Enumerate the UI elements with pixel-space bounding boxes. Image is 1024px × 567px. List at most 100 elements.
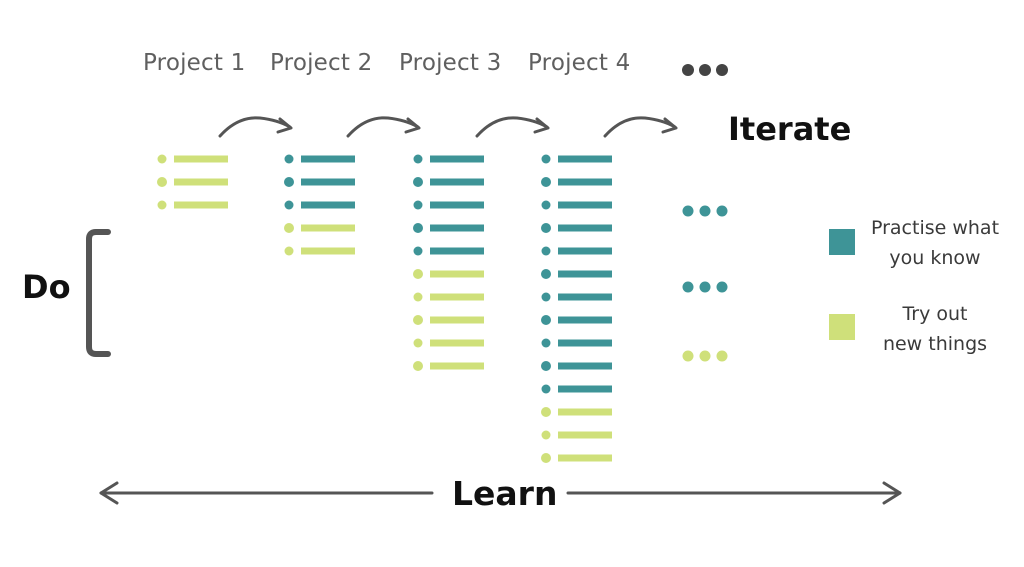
ellipsis-top-dot bbox=[682, 64, 694, 76]
item-line-practise bbox=[430, 155, 484, 163]
project-4-label: Project 4 bbox=[528, 50, 631, 76]
item-dot-try bbox=[541, 453, 551, 463]
iterate-arrow bbox=[218, 116, 293, 138]
item-line-practise bbox=[430, 224, 484, 232]
item-dot-try bbox=[541, 430, 551, 440]
item-dot-practise bbox=[413, 154, 423, 164]
ellipsis-dot bbox=[699, 281, 711, 293]
item-line-practise bbox=[558, 316, 612, 324]
ellipsis-top-icon bbox=[682, 64, 728, 76]
item-line-practise bbox=[558, 385, 612, 393]
ellipsis-dot bbox=[699, 205, 711, 217]
item-line-try bbox=[301, 224, 355, 232]
item-line-try bbox=[174, 201, 228, 209]
item-dot-try bbox=[157, 154, 167, 164]
item-line-practise bbox=[430, 247, 484, 255]
iterate-arrow-head bbox=[276, 117, 293, 134]
learn-arrow-right-head bbox=[882, 481, 902, 505]
item-line-practise bbox=[558, 270, 612, 278]
ellipsis-dot bbox=[682, 205, 694, 217]
item-line-practise bbox=[301, 201, 355, 209]
item-dot-practise bbox=[284, 177, 294, 187]
item-dot-try bbox=[284, 246, 294, 256]
ellipsis-top-dot bbox=[699, 64, 711, 76]
item-line-try bbox=[558, 408, 612, 416]
item-line-practise bbox=[558, 178, 612, 186]
item-line-try bbox=[430, 293, 484, 301]
item-dot-practise bbox=[541, 292, 551, 302]
legend-try-line1: Try out bbox=[902, 303, 968, 325]
item-line-try bbox=[558, 454, 612, 462]
item-dot-practise bbox=[541, 177, 551, 187]
item-line-practise bbox=[558, 339, 612, 347]
project-4-items bbox=[541, 154, 612, 463]
item-line-try bbox=[430, 270, 484, 278]
item-dot-practise bbox=[541, 246, 551, 256]
item-line-practise bbox=[558, 362, 612, 370]
item-dot-practise bbox=[413, 246, 423, 256]
do-label: Do bbox=[22, 268, 71, 306]
project-1-label: Project 1 bbox=[143, 50, 246, 76]
item-line-practise bbox=[430, 201, 484, 209]
item-line-try bbox=[558, 431, 612, 439]
iterate-arrow bbox=[603, 116, 678, 138]
item-dot-practise bbox=[541, 361, 551, 371]
item-dot-practise bbox=[413, 200, 423, 210]
ellipsis-top-dot bbox=[716, 64, 728, 76]
iterate-arrow-curve bbox=[346, 116, 420, 138]
iterate-arrow bbox=[346, 116, 421, 138]
item-line-practise bbox=[558, 247, 612, 255]
project-1-items bbox=[157, 154, 228, 210]
project-2-items bbox=[284, 154, 355, 256]
legend-label-try: Try out new things bbox=[862, 299, 1008, 359]
item-line-try bbox=[430, 362, 484, 370]
item-dot-practise bbox=[284, 200, 294, 210]
item-dot-try bbox=[413, 315, 423, 325]
item-line-practise bbox=[301, 178, 355, 186]
ellipsis-icon-try bbox=[682, 350, 728, 362]
item-dot-try bbox=[413, 269, 423, 279]
item-dot-try bbox=[284, 223, 294, 233]
item-dot-practise bbox=[541, 315, 551, 325]
item-dot-try bbox=[541, 407, 551, 417]
project-2-label: Project 2 bbox=[270, 50, 373, 76]
item-dot-try bbox=[157, 200, 167, 210]
ellipsis-dot bbox=[682, 281, 694, 293]
project-3-label: Project 3 bbox=[399, 50, 502, 76]
item-line-practise bbox=[301, 155, 355, 163]
item-dot-try bbox=[413, 338, 423, 348]
item-dot-practise bbox=[541, 154, 551, 164]
item-dot-practise bbox=[541, 269, 551, 279]
iterate-arrow bbox=[475, 116, 550, 138]
item-dot-practise bbox=[541, 200, 551, 210]
legend-label-practise: Practise what you know bbox=[862, 213, 1008, 273]
item-line-practise bbox=[558, 155, 612, 163]
item-line-practise bbox=[558, 201, 612, 209]
item-dot-practise bbox=[413, 223, 423, 233]
learn-arrow bbox=[99, 481, 902, 505]
project-3-items bbox=[413, 154, 484, 371]
iterate-arrow-curve bbox=[218, 116, 292, 138]
item-line-practise bbox=[430, 178, 484, 186]
ellipsis-icon-practise bbox=[682, 205, 728, 217]
ellipsis-icon-practise bbox=[682, 281, 728, 293]
item-line-try bbox=[174, 178, 228, 186]
item-dot-try bbox=[157, 177, 167, 187]
item-line-try bbox=[430, 339, 484, 347]
item-dot-practise bbox=[413, 177, 423, 187]
iterate-arrow-head bbox=[404, 117, 421, 134]
legend-practise-line1: Practise what bbox=[870, 217, 1000, 239]
item-dot-practise bbox=[541, 384, 551, 394]
learn-label: Learn bbox=[452, 474, 558, 513]
item-dot-try bbox=[413, 361, 423, 371]
iterate-label: Iterate bbox=[728, 110, 852, 148]
iterate-arrow-head bbox=[661, 117, 678, 134]
item-dot-practise bbox=[541, 338, 551, 348]
ellipsis-dot bbox=[716, 281, 728, 293]
item-line-try bbox=[301, 247, 355, 255]
ellipsis-dot bbox=[682, 350, 694, 362]
legend-swatch-practise bbox=[829, 229, 855, 255]
item-dot-try bbox=[413, 292, 423, 302]
ellipsis-dot bbox=[716, 205, 728, 217]
